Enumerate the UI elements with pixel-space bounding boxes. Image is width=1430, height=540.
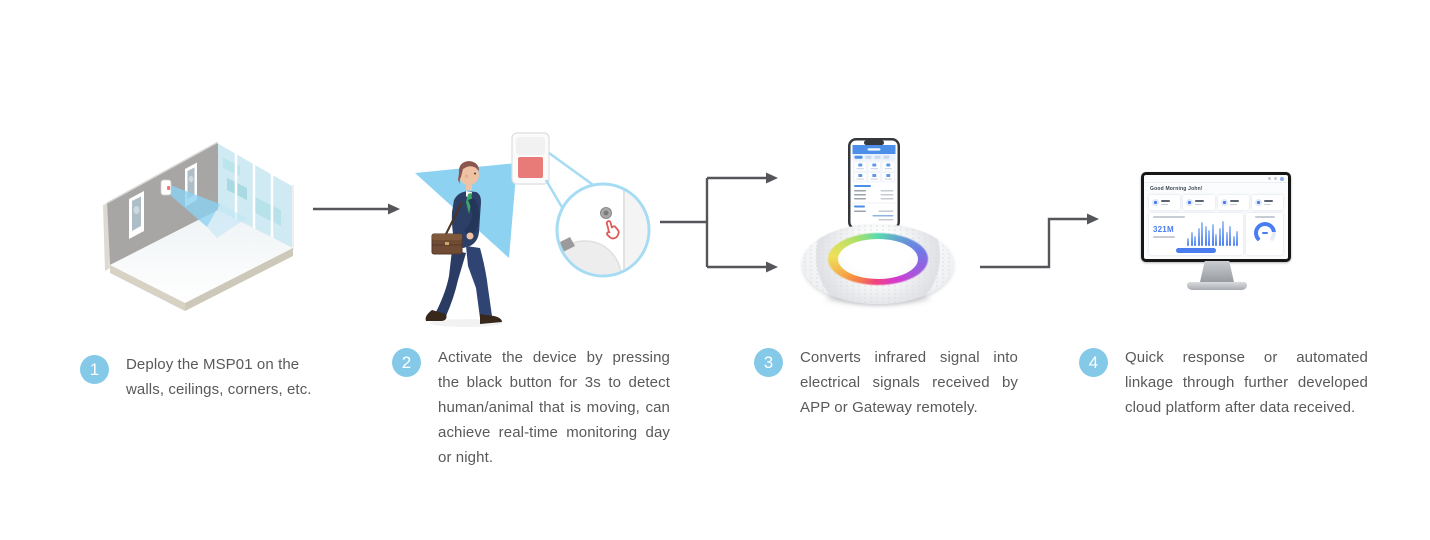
stat-icon [1220, 199, 1228, 206]
topbar-icon [1274, 177, 1277, 180]
monitor-illustration: Good Morning John! 321M [1141, 172, 1293, 290]
bar-chart [1187, 221, 1238, 246]
wall-top-edge [106, 141, 219, 204]
stat-icon [1152, 199, 1159, 206]
glass-shelf [253, 196, 281, 226]
tie [466, 193, 472, 214]
glass-top-beam [217, 140, 294, 187]
arrow-step2-split [660, 176, 766, 269]
phone-notch [864, 140, 884, 145]
arrowhead-icon [1087, 213, 1099, 225]
stat-card [1149, 195, 1181, 210]
room-illustration [103, 140, 294, 311]
step-2-badge: 2 [392, 348, 421, 377]
callout-line [548, 151, 597, 189]
step-3-text: Converts infrared signal into electrical… [800, 349, 1018, 416]
step-4-caption: 4 Quick response or automated linkage th… [1079, 345, 1368, 420]
gateway-dome [838, 239, 918, 279]
briefcase [431, 233, 463, 255]
step-2-caption: 2 Activate the device by pressing the bl… [392, 345, 670, 470]
monitor-bezel: Good Morning John! 321M [1141, 172, 1291, 262]
topbar-icon [1268, 177, 1271, 180]
stat-icon [1254, 199, 1262, 206]
smartphone-illustration [848, 138, 900, 230]
floor-edge [110, 265, 185, 311]
callout-line [544, 179, 565, 210]
bar-chart-card: 321M [1149, 213, 1243, 255]
step-1-text: Deploy the MSP01 on the walls, ceilings,… [126, 356, 312, 398]
hair [458, 161, 479, 184]
step-1-badge: 1 [80, 355, 109, 384]
app-card-grid [853, 161, 895, 182]
floor-edge [185, 248, 293, 311]
sensor-device-icon [511, 132, 550, 185]
arrowhead-icon [388, 203, 400, 215]
avatar [1280, 176, 1284, 181]
metric-value: 321M [1153, 225, 1174, 234]
stat-card [1251, 195, 1283, 210]
monitor-stand [1200, 261, 1234, 282]
briefcase-strap [445, 201, 463, 235]
gateway-illustration [802, 224, 954, 308]
monitor-base [1187, 282, 1247, 290]
wall-poster [129, 191, 144, 239]
greeting-text: Good Morning John! [1150, 186, 1203, 192]
step-4-badge: 4 [1079, 348, 1108, 377]
arrow-step3-to-step4 [980, 217, 1087, 269]
arrowhead-icon [766, 172, 778, 184]
dashboard-button [1176, 248, 1216, 253]
app-list-rows [852, 185, 896, 221]
app-screen [852, 145, 896, 221]
zoom-callout-circle [555, 182, 651, 278]
stat-card-row [1149, 195, 1283, 210]
step-2-text: Activate the device by pressing the blac… [438, 349, 670, 466]
dashboard-screen: Good Morning John! 321M [1144, 175, 1288, 259]
gauge-chart [1253, 222, 1276, 244]
motion-sensor-icon [160, 179, 172, 196]
stat-card [1183, 195, 1215, 210]
stat-card [1217, 195, 1249, 210]
press-hand-icon [605, 220, 620, 240]
arrowhead-icon [766, 261, 778, 273]
step-1-caption: 1 Deploy the MSP01 on the walls, ceiling… [80, 352, 318, 402]
floor [110, 210, 293, 303]
wall-edge [103, 203, 110, 271]
walking-person-illustration [425, 161, 502, 327]
detection-beam [170, 185, 220, 227]
step-3-caption: 3 Converts infrared signal into electric… [754, 345, 1018, 420]
step-4-text: Quick response or automated linkage thro… [1125, 349, 1368, 416]
activation-illustration [415, 132, 651, 327]
beam-floor-splash [207, 204, 247, 238]
stat-icon [1186, 199, 1194, 206]
sensor-lens [518, 157, 543, 178]
step-3-badge: 3 [754, 348, 783, 377]
glass-mullions [234, 152, 274, 239]
gauge-card [1246, 213, 1283, 255]
dashboard-topbar [1144, 175, 1288, 183]
